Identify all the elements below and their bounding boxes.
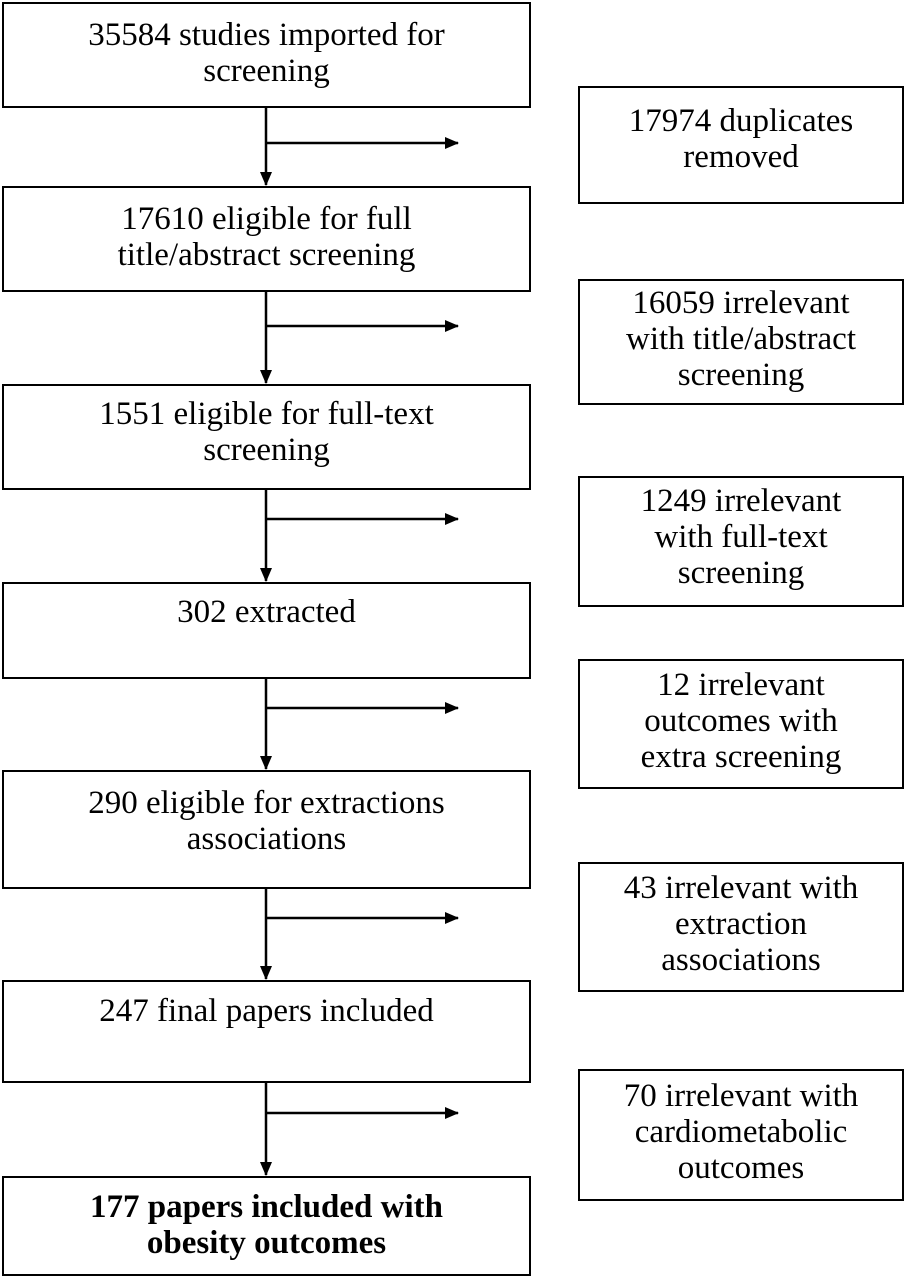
step-box-title-abstract: 17610 eligible for full title/abstract s…: [2, 186, 531, 292]
step-box-obesity-outcomes: 177 papers included with obesity outcome…: [2, 1176, 531, 1276]
exclusion-text: 43 irrelevant with: [623, 870, 859, 906]
exclusion-text: 12 irrelevant: [657, 667, 825, 703]
step-box-associations: 290 eligible for extractions association…: [2, 770, 531, 889]
exclusion-text: cardiometabolic: [634, 1114, 848, 1150]
exclusion-text: with title/abstract: [625, 321, 857, 357]
step-text: 177 papers included with: [90, 1189, 443, 1225]
step-text: 290 eligible for extractions: [88, 785, 445, 821]
exclusion-text: 16059 irrelevant: [632, 285, 850, 321]
step-text: associations: [186, 821, 347, 857]
arrow-group-6: [260, 1083, 459, 1176]
exclusion-text: 17974 duplicates: [628, 103, 854, 139]
exclusion-text: outcomes with: [644, 703, 838, 739]
step-text: obesity outcomes: [146, 1225, 387, 1261]
exclusion-text: 70 irrelevant with: [623, 1078, 859, 1114]
step-box-full-text: 1551 eligible for full-text screening: [2, 384, 531, 490]
exclusion-text: screening: [677, 357, 805, 393]
step-box-imported: 35584 studies imported for screening: [2, 2, 531, 108]
exclusion-text: with full-text: [654, 519, 828, 555]
step-text: screening: [203, 432, 330, 468]
step-box-final-papers: 247 final papers included: [2, 980, 531, 1083]
arrow-group-5: [260, 889, 459, 980]
exclusion-text: 1249 irrelevant: [640, 483, 842, 519]
exclusion-box-extra-screening: 12 irrelevant outcomes with extra screen…: [578, 659, 904, 789]
arrow-group-2: [260, 292, 459, 384]
exclusion-text: outcomes: [677, 1150, 805, 1186]
step-text: 247 final papers included: [99, 993, 434, 1029]
step-text: title/abstract screening: [117, 237, 416, 273]
step-text: screening: [203, 53, 330, 89]
exclusion-box-cardiometabolic: 70 irrelevant with cardiometabolic outco…: [578, 1069, 904, 1201]
exclusion-text: extraction: [675, 906, 807, 942]
exclusion-text: removed: [683, 139, 799, 175]
arrow-group-3: [260, 490, 459, 582]
step-text: 35584 studies imported for: [88, 17, 445, 53]
step-text: 17610 eligible for full: [121, 201, 412, 237]
exclusion-box-extraction-associations: 43 irrelevant with extraction associatio…: [578, 862, 904, 992]
exclusion-box-full-text: 1249 irrelevant with full-text screening: [578, 476, 904, 607]
exclusion-text: associations: [661, 942, 821, 978]
exclusion-text: extra screening: [640, 739, 842, 775]
step-text: 1551 eligible for full-text: [99, 396, 434, 432]
exclusion-text: screening: [677, 555, 805, 591]
arrow-group-1: [260, 108, 459, 186]
step-box-extracted: 302 extracted: [2, 582, 531, 679]
exclusion-box-title-abstract: 16059 irrelevant with title/abstract scr…: [578, 279, 904, 405]
arrow-group-4: [260, 679, 459, 770]
exclusion-box-duplicates: 17974 duplicates removed: [578, 86, 904, 204]
step-text: 302 extracted: [177, 594, 356, 630]
